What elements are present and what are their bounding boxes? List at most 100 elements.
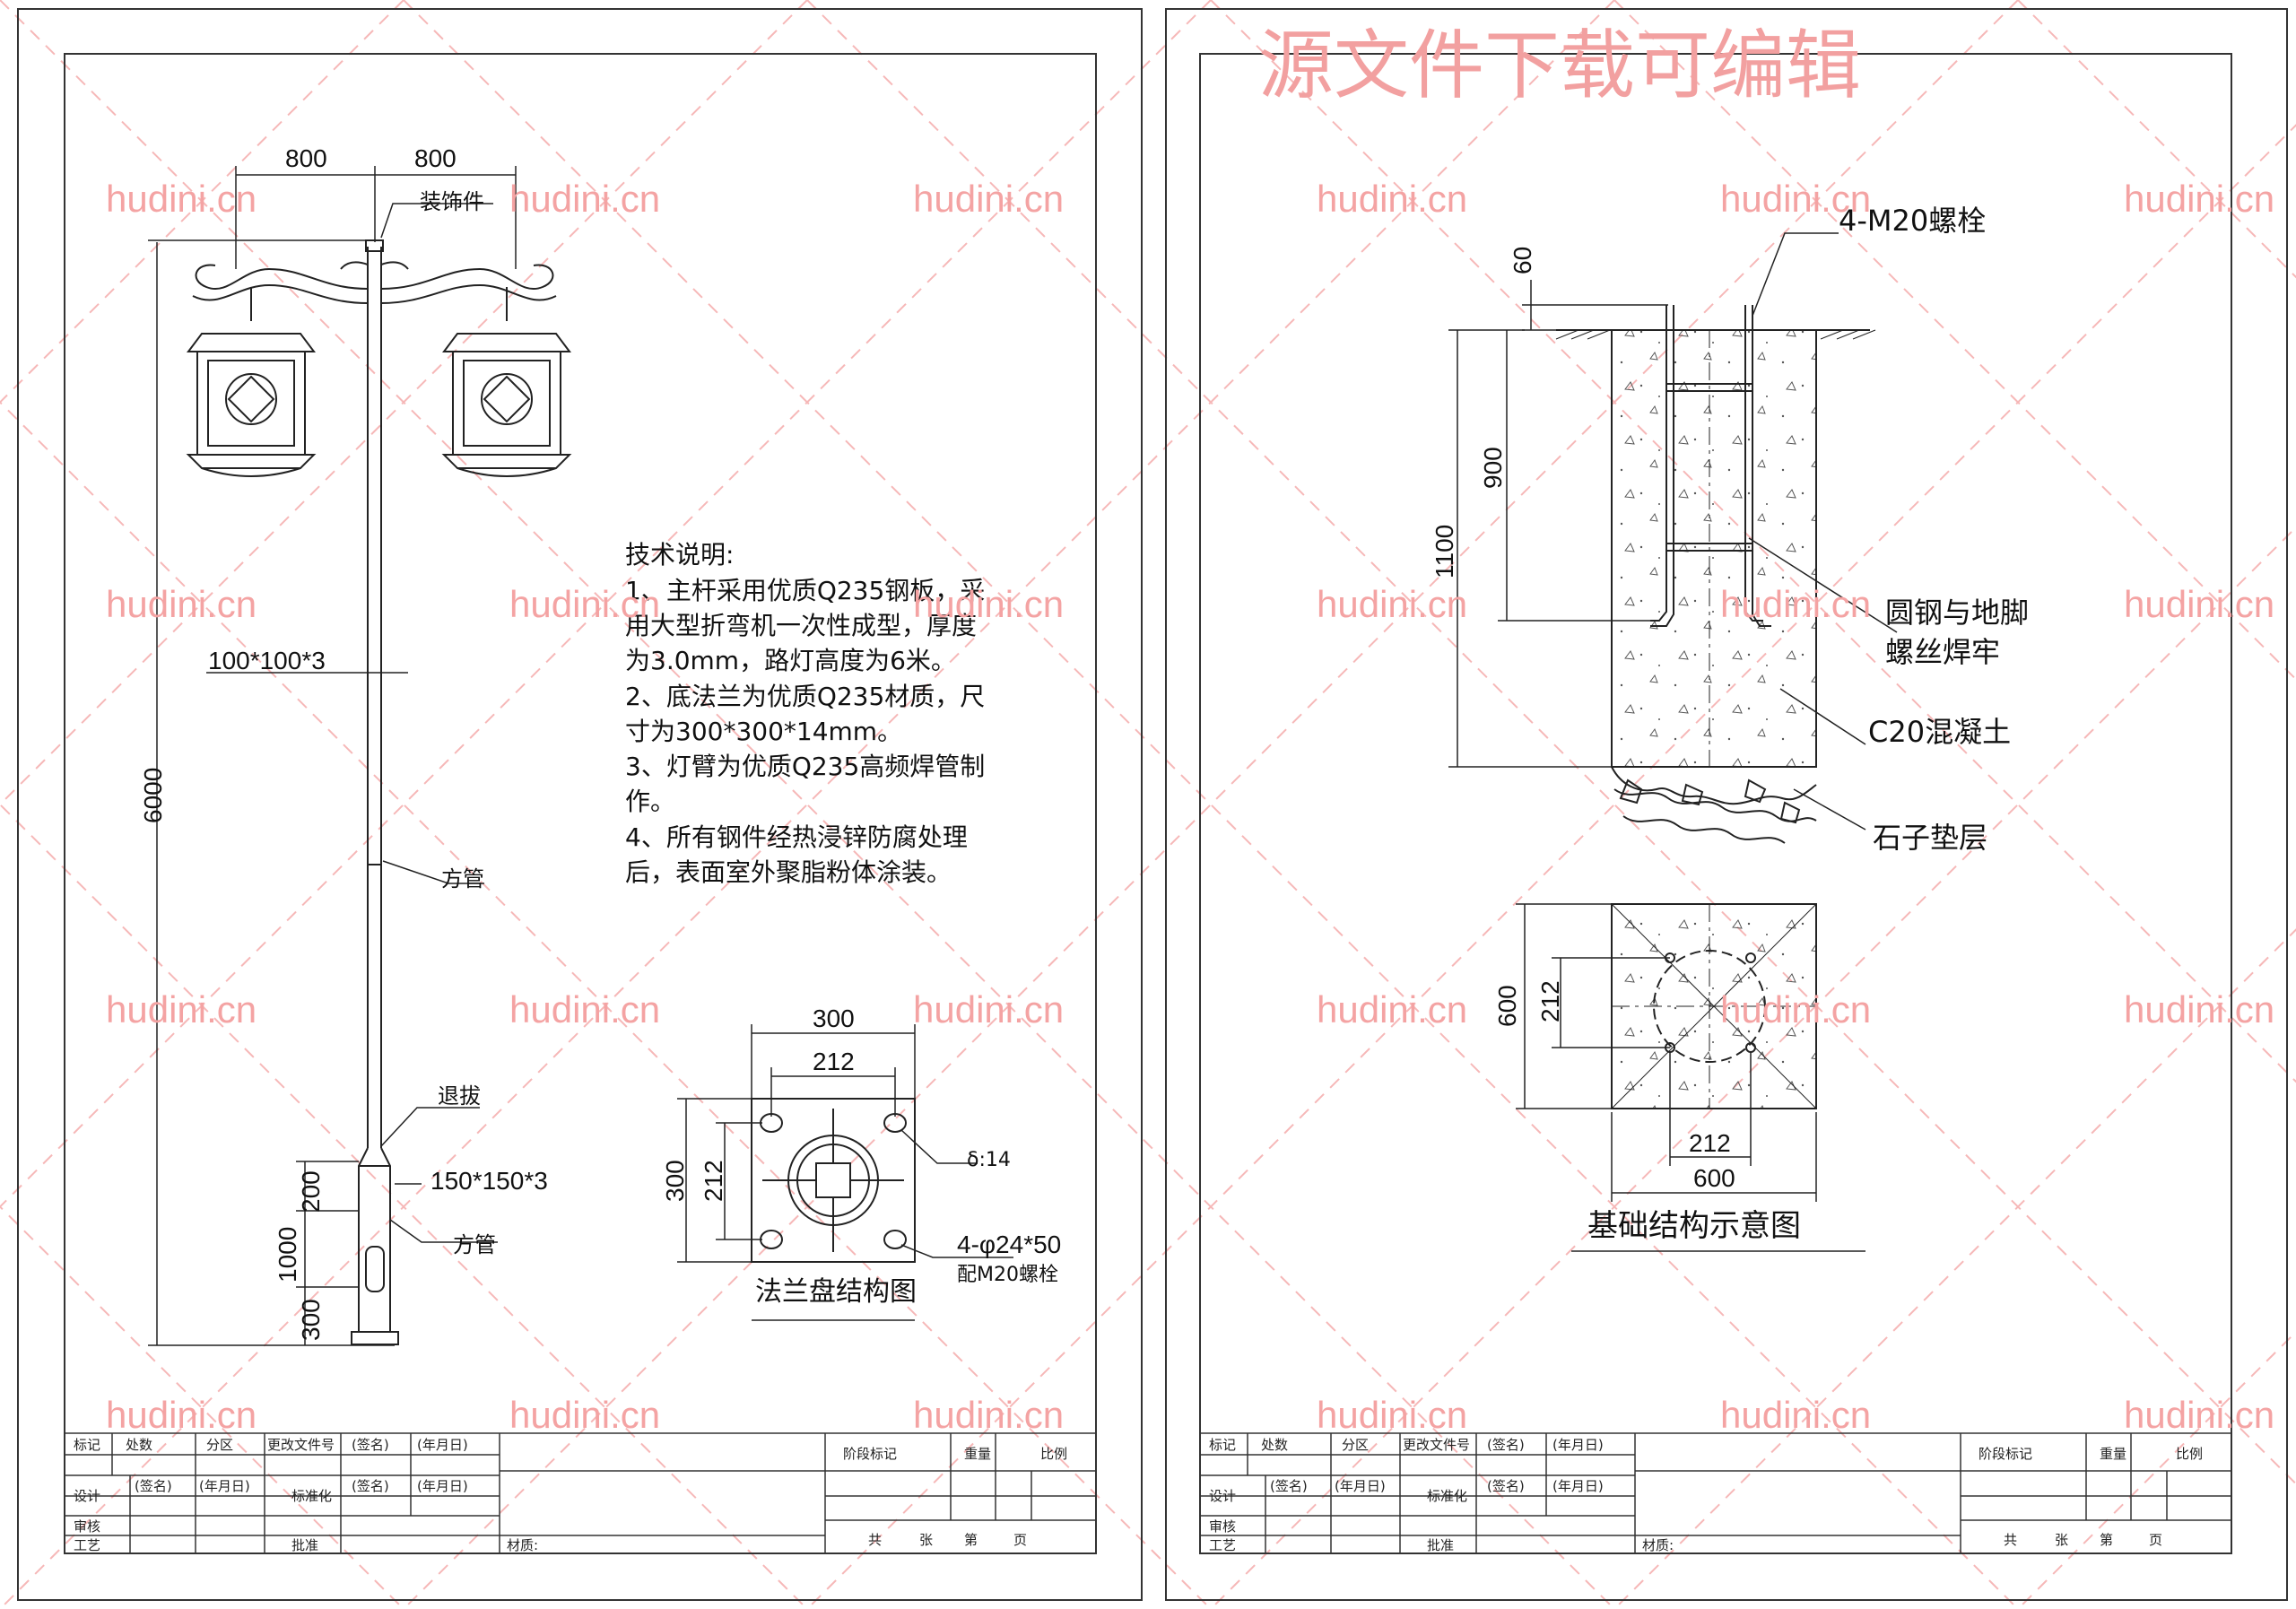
watermark-text: hudini.cn [1720, 178, 1871, 220]
notes-line: 作。 [625, 787, 675, 816]
plan-dim-side: 600 [1493, 985, 1521, 1027]
tb-mark: 标记 [74, 1437, 100, 1453]
tb-review: 审核 [1209, 1518, 1236, 1535]
tb-design: 设计 [1209, 1488, 1236, 1504]
tb-count: 处数 [126, 1437, 152, 1453]
dim-base-top: 200 [297, 1170, 325, 1213]
tb-signature: (签名) [1487, 1478, 1525, 1494]
tb-review: 审核 [74, 1518, 100, 1535]
tb-date: (年月日) [199, 1478, 250, 1494]
flange-title: 法兰盘结构图 [755, 1276, 917, 1308]
tb-standardize: 标准化 [1427, 1488, 1467, 1504]
tb-date: (年月日) [1552, 1437, 1604, 1453]
tb-date: (年月日) [417, 1437, 468, 1453]
watermark-text: hudini.cn [509, 988, 660, 1031]
dim-height-total: 6000 [139, 768, 167, 823]
plan-dim-bottom-inner: 212 [1689, 1129, 1731, 1157]
watermark-text: hudini.cn [106, 988, 257, 1031]
dim-base-size: 150*150*3 [430, 1167, 548, 1195]
watermark-text: hudini.cn [1317, 988, 1467, 1031]
plan-dim-bottom-outer: 600 [1693, 1164, 1735, 1192]
dim-embed: 900 [1479, 447, 1507, 489]
tb-process: 工艺 [74, 1537, 100, 1553]
watermark-text: hudini.cn [1317, 178, 1467, 220]
callout-weld-1: 圆钢与地脚 [1885, 596, 2029, 630]
notes-line: 1、主杆采用优质Q235钢板，采 [625, 576, 985, 605]
lamp-pole-elevation [193, 240, 556, 1344]
tb-material: 材质: [507, 1537, 538, 1553]
watermark-text: hudini.cn [106, 1394, 257, 1436]
title-block-right-text: 标记 处数 分区 更改文件号 (签名) (年月日) (签名) (年月日) (签名… [1209, 1437, 2203, 1553]
flange-holes: 4-φ24*50 [957, 1231, 1061, 1258]
notes-title: 技术说明: [625, 540, 734, 570]
tb-change-doc: 更改文件号 [1403, 1437, 1470, 1453]
tb-standardize: 标准化 [291, 1488, 332, 1504]
watermark-text: hudini.cn [106, 178, 257, 220]
tb-signature: (签名) [1487, 1437, 1525, 1453]
tb-signature: (签名) [135, 1478, 172, 1494]
callout-ornament: 装饰件 [420, 189, 484, 214]
left-dimension-lines [148, 166, 516, 1345]
dim-bolt-top: 60 [1509, 247, 1536, 274]
callout-square-tube-lower: 方管 [453, 1232, 496, 1257]
flange-dimensions [677, 1024, 1013, 1320]
notes-line: 用大型折弯机一次性成型，厚度 [625, 611, 977, 640]
lantern-right [444, 287, 570, 476]
tb-page-no: 第 [2100, 1532, 2113, 1548]
foundation-section [1556, 305, 1875, 843]
tb-weight: 重量 [2100, 1446, 2126, 1462]
title-block-left-text: 标记 处数 分区 更改文件号 (签名) (年月日) (签名) (年月日) (签名… [74, 1437, 1067, 1553]
tb-mark: 标记 [1209, 1437, 1236, 1453]
notes-line: 2、底法兰为优质Q235材质，尺 [625, 682, 985, 711]
watermark-banner: 源文件下载可编辑 [1258, 22, 1861, 109]
tb-scale: 比例 [2176, 1446, 2203, 1462]
technical-notes: 技术说明: 1、主杆采用优质Q235钢板，采 用大型折弯机一次性成型，厚度 为3… [625, 540, 985, 887]
tb-zone: 分区 [1342, 1437, 1369, 1453]
watermark-text: hudini.cn [2124, 583, 2274, 625]
watermark-text: hudini.cn [1720, 583, 1871, 625]
watermark-text: hudini.cn [1720, 988, 1871, 1031]
watermark-text: hudini.cn [2124, 988, 2274, 1031]
watermark-text: hudini.cn [1720, 1394, 1871, 1436]
tb-date: (年月日) [1552, 1478, 1604, 1494]
plan-dim-inner: 212 [1536, 980, 1564, 1022]
title-block-right [1200, 1433, 2231, 1553]
tb-signature: (签名) [1270, 1478, 1308, 1494]
watermark-text: hudini.cn [1317, 1394, 1467, 1436]
watermark-text: hudini.cn [913, 178, 1064, 220]
dim-depth: 1100 [1431, 525, 1458, 578]
flange-thickness: δ:14 [967, 1149, 1011, 1171]
tb-total: 共 [868, 1532, 882, 1548]
tb-material: 材质: [1642, 1537, 1674, 1553]
callout-bolts: 4-M20螺栓 [1839, 204, 1986, 238]
foundation-title: 基础结构示意图 [1587, 1208, 1801, 1244]
tb-stage-mark: 阶段标记 [843, 1446, 897, 1462]
tb-sheets: 张 [2055, 1532, 2068, 1548]
watermark-text: hudini.cn [1317, 583, 1467, 625]
notes-line: 寸为300*300*14mm。 [625, 717, 902, 746]
tb-approve: 批准 [291, 1537, 318, 1553]
tb-page: 页 [2149, 1532, 2162, 1548]
tb-signature: (签名) [352, 1478, 389, 1494]
watermark-text: hudini.cn [509, 1394, 660, 1436]
tb-total: 共 [2004, 1532, 2017, 1548]
tb-change-doc: 更改文件号 [267, 1437, 335, 1453]
flange-dim-side-outer: 300 [661, 1160, 689, 1202]
notes-line: 4、所有钢件经热浸锌防腐处理 [625, 822, 968, 852]
callout-gravel: 石子垫层 [1873, 821, 1987, 855]
sheet-borders [18, 9, 2287, 1600]
tb-sheets: 张 [919, 1532, 933, 1548]
tb-signature: (签名) [352, 1437, 389, 1453]
tb-scale: 比例 [1040, 1446, 1067, 1462]
notes-line: 为3.0mm，路灯高度为6米。 [625, 646, 956, 675]
watermark-grid: hudini.cn hudini.cn hudini.cn hudini.cn … [106, 178, 2274, 1436]
tb-zone: 分区 [206, 1437, 233, 1453]
tb-weight: 重量 [964, 1446, 991, 1462]
callout-taper: 退拔 [438, 1083, 481, 1109]
watermark-text: hudini.cn [913, 583, 1064, 625]
flange-dim-outer: 300 [813, 1005, 855, 1032]
notes-line: 后，表面室外聚脂粉体涂装。 [625, 857, 952, 887]
dim-arm-right: 800 [414, 144, 457, 172]
